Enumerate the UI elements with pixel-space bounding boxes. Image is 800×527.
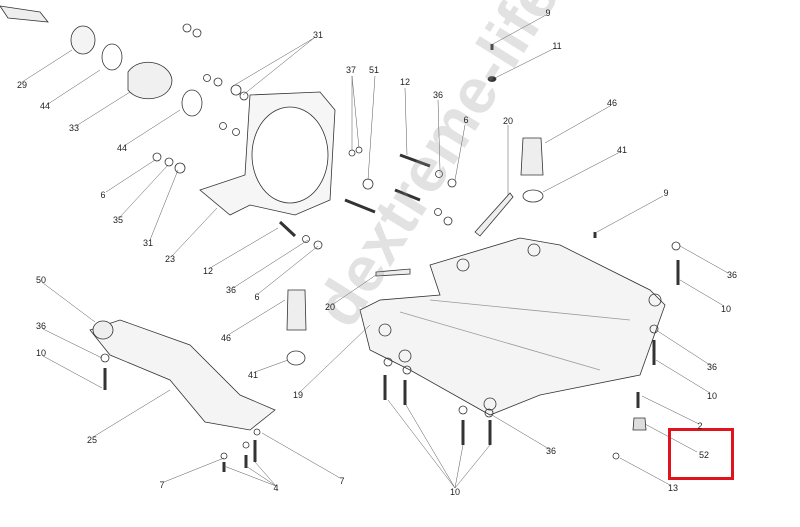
fitting-46 bbox=[520, 137, 544, 176]
callout-label: 35 bbox=[112, 215, 124, 225]
callout-label: 51 bbox=[368, 65, 380, 75]
callout-label: 11 bbox=[552, 41, 562, 51]
callout-label: 23 bbox=[164, 254, 176, 264]
callout-label: 36 bbox=[35, 321, 47, 331]
oring-41 bbox=[522, 189, 544, 203]
callout-label: 36 bbox=[545, 446, 557, 456]
callout-label: 25 bbox=[86, 435, 98, 445]
callout-label: 36 bbox=[726, 270, 738, 280]
callout-label: 20 bbox=[324, 302, 336, 312]
ride-plate bbox=[359, 237, 666, 416]
callout-label: 36 bbox=[706, 362, 718, 372]
ring-29 bbox=[70, 25, 96, 55]
callout-label: 12 bbox=[399, 77, 411, 87]
strip-20b bbox=[375, 268, 411, 277]
callout-label: 10 bbox=[720, 304, 732, 314]
plug-50 bbox=[92, 320, 114, 340]
highlight-box bbox=[668, 428, 734, 480]
callout-label: 4 bbox=[273, 483, 279, 493]
clamp-44b bbox=[181, 89, 203, 117]
callout-label: 44 bbox=[39, 101, 51, 111]
callout-label: 19 bbox=[292, 390, 304, 400]
callout-label: 6 bbox=[254, 292, 260, 302]
callout-label: 6 bbox=[100, 190, 106, 200]
callout-label: 44 bbox=[116, 143, 128, 153]
callout-label: 37 bbox=[345, 65, 357, 75]
callout-label: 20 bbox=[502, 116, 514, 126]
callout-label: 31 bbox=[312, 30, 324, 40]
callout-label: 2 bbox=[697, 421, 703, 431]
oring-41b bbox=[286, 350, 306, 366]
callout-label: 7 bbox=[159, 480, 165, 490]
callout-label: 36 bbox=[432, 90, 444, 100]
callout-label: 9 bbox=[545, 8, 551, 18]
callout-label: 7 bbox=[339, 476, 345, 486]
callout-label: 10 bbox=[35, 348, 47, 358]
highlighted-callout-label: 52 bbox=[698, 450, 710, 460]
callout-label: 10 bbox=[449, 487, 461, 497]
callout-label: 50 bbox=[35, 275, 47, 285]
strip-20 bbox=[474, 192, 514, 237]
nut bbox=[182, 23, 192, 33]
callout-label: 9 bbox=[663, 188, 669, 198]
part-52 bbox=[632, 417, 647, 431]
fitting-46b bbox=[286, 289, 307, 331]
boot-33 bbox=[127, 62, 173, 99]
callout-label: 41 bbox=[616, 145, 628, 155]
callout-label: 10 bbox=[706, 391, 718, 401]
intake-grate bbox=[89, 319, 276, 431]
callout-label: 36 bbox=[225, 285, 237, 295]
callout-label: 46 bbox=[606, 98, 618, 108]
callout-label: 6 bbox=[463, 115, 469, 125]
callout-label: 41 bbox=[247, 370, 259, 380]
callout-label: 12 bbox=[202, 266, 214, 276]
callout-label: 29 bbox=[16, 80, 28, 90]
callout-label: 31 bbox=[142, 238, 154, 248]
callout-label: 46 bbox=[220, 333, 232, 343]
clamp-44 bbox=[101, 43, 123, 71]
drive-shaft bbox=[0, 5, 49, 23]
callout-label: 13 bbox=[667, 483, 679, 493]
callout-label: 33 bbox=[68, 123, 80, 133]
